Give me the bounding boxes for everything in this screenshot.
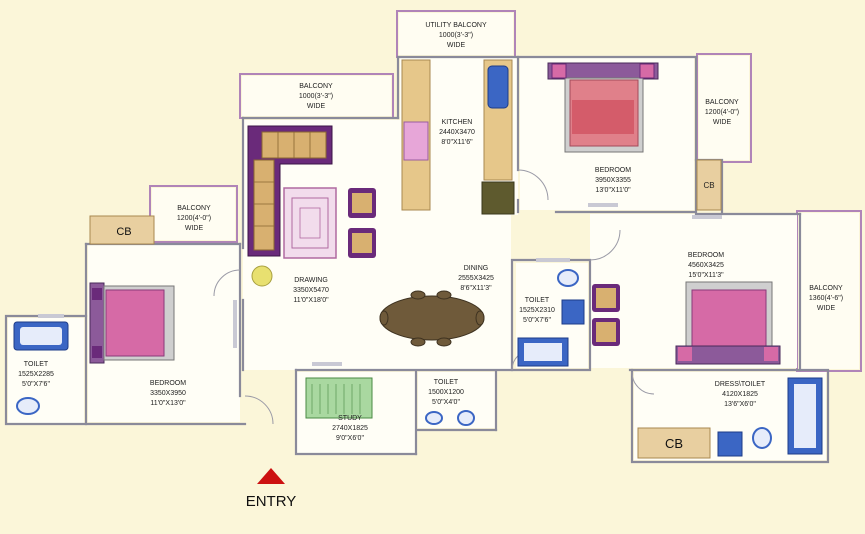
dress-wc-icon: [752, 427, 772, 449]
bedroom-top-name: BEDROOM: [595, 167, 631, 174]
balcony-right-name: BALCONY: [809, 285, 843, 292]
cb-right-top-label: CB: [703, 181, 714, 190]
toilet-small-metric: 1500X1200: [428, 389, 464, 396]
bed-top-icon: [547, 62, 659, 153]
bedroom-left-imperial: 11'0"X13'0": [150, 400, 186, 407]
stove-icon: [403, 121, 429, 161]
toilet-small-name: TOILET: [434, 379, 459, 386]
dress-toilet-metric: 4120X1825: [722, 391, 758, 398]
toilet-left-imperial: 5'0"X7'6": [22, 381, 50, 388]
cupboard-left: [89, 215, 155, 245]
toilet-small-imperial: 5'0"X4'0": [432, 399, 460, 406]
rug-icon: [283, 187, 337, 259]
bedroom-right-imperial: 15'0"X11'3": [688, 272, 724, 279]
balcony-top-unit: WIDE: [307, 103, 326, 110]
toilet-mid-name: TOILET: [525, 297, 550, 304]
sofa-icon: [247, 125, 333, 257]
balcony-left-frame: [149, 185, 238, 243]
refrigerator-icon: [481, 181, 515, 215]
balcony-left-name: BALCONY: [177, 205, 211, 212]
cb-left-label: CB: [116, 226, 131, 238]
kitchen-imperial: 8'0"X11'6": [441, 139, 473, 146]
utility-balcony-size: 1000(3'-3"): [439, 32, 473, 39]
bedroom-right-name: BEDROOM: [688, 252, 724, 259]
balcony-right-unit: WIDE: [817, 305, 836, 312]
balcony-right-top-unit: WIDE: [713, 119, 732, 126]
toilet-mid-wc-icon: [557, 269, 579, 287]
study-name: STUDY: [338, 415, 362, 422]
balcony-left-size: 1200(4'-0"): [177, 215, 211, 222]
dress-toilet-name: DRESS\TOILET: [715, 381, 766, 388]
entry-arrow-icon: [257, 468, 285, 484]
toilet-left-icon: [16, 397, 40, 415]
toilet-left-metric: 1525X2285: [18, 371, 54, 378]
dining-table-icon: [379, 290, 485, 347]
toilet-mid-imperial: 5'0"X7'6": [523, 317, 551, 324]
bedroom-top-metric: 3950X3355: [595, 177, 631, 184]
balcony-right-size: 1360(4'-6"): [809, 295, 843, 302]
drawing-imperial: 11'0"X18'0": [293, 297, 329, 304]
study-desk-icon: [305, 377, 373, 419]
balcony-right-top-size: 1200(4'-0"): [705, 109, 739, 116]
dress-toilet-imperial: 13'6"X6'0": [724, 401, 756, 408]
utility-balcony-name: UTILITY BALCONY: [425, 22, 487, 29]
bedroom-right-metric: 4560X3425: [688, 262, 724, 269]
plant-icon: [251, 265, 273, 287]
bed-right-icon: [592, 281, 781, 365]
kitchen-sink-icon: [487, 65, 509, 109]
dress-basin-icon: [717, 431, 743, 457]
toilet-small-basin-icon: [425, 411, 443, 425]
balcony-top-name: BALCONY: [299, 83, 333, 90]
study-imperial: 9'0"X6'0": [336, 435, 364, 442]
utility-balcony-unit: WIDE: [447, 42, 466, 49]
dining-name: DINING: [464, 265, 489, 272]
toilet-small-wc-icon: [457, 410, 475, 426]
bedroom-left-metric: 3350X3950: [150, 390, 186, 397]
bedroom-top-imperial: 13'0"X11'0": [595, 187, 631, 194]
kitchen-metric: 2440X3470: [439, 129, 475, 136]
toilet-mid-metric: 1525X2310: [519, 307, 555, 314]
armchair-icon: [348, 188, 376, 258]
kitchen-name: KITCHEN: [442, 119, 473, 126]
bed-left-icon: [89, 282, 175, 364]
balcony-right-top-name: BALCONY: [705, 99, 739, 106]
toilet-mid-basin-icon: [561, 299, 585, 325]
cb-bottom-label: CB: [665, 436, 683, 451]
toilet-left-name: TOILET: [24, 361, 49, 368]
balcony-left-unit: WIDE: [185, 225, 204, 232]
dining-metric: 2555X3425: [458, 275, 494, 282]
entry-label: ENTRY: [246, 493, 297, 510]
bedroom-left-name: BEDROOM: [150, 380, 186, 387]
balcony-top-size: 1000(3'-3"): [299, 93, 333, 100]
drawing-name: DRAWING: [294, 277, 328, 284]
cupboard-right-top: [696, 159, 722, 211]
dining-imperial: 8'6"X11'3": [460, 285, 492, 292]
study-metric: 2740X1825: [332, 425, 368, 432]
cupboard-bottom: [637, 427, 711, 459]
drawing-metric: 3350X5470: [293, 287, 329, 294]
